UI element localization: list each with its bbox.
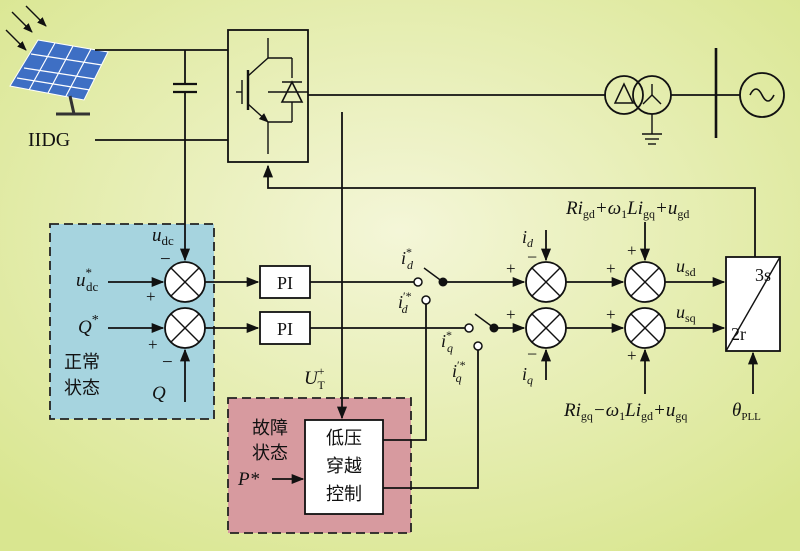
- ff-d-label: Rigd+ω1Ligq+ugd: [565, 198, 689, 221]
- pi-controller-q: [259, 311, 311, 345]
- usd-plus-sign-top: +: [627, 241, 637, 260]
- pi-controller-q-label: PI: [277, 319, 293, 339]
- id-minus-sign: −: [527, 247, 537, 267]
- transform-top-label: 3s: [755, 265, 771, 285]
- iq-ref-fault-label: i′*q: [452, 358, 466, 385]
- usd-plus-sign-left: +: [606, 259, 616, 278]
- lvrt-label-line3: 控制: [326, 484, 362, 505]
- pv-source-label: IIDG: [28, 129, 70, 151]
- pi-controller-udc: [259, 265, 311, 299]
- igbt-diode-icon: [236, 38, 308, 154]
- usq-label: usq: [676, 302, 696, 325]
- id-plus-sign: +: [506, 259, 516, 278]
- q-minus-sign: −: [162, 352, 173, 373]
- normal-state-label-line2: 状态: [64, 378, 100, 399]
- transform-bottom-label: 2r: [731, 324, 746, 344]
- fault-state-label-line1: 故障: [252, 418, 288, 439]
- pwm-signal-line: [262, 164, 756, 257]
- usd-label: usd: [676, 256, 696, 279]
- park-transform-divider: [725, 256, 781, 352]
- udc-feedback-label: udc: [152, 225, 174, 248]
- lvrt-control-block: [304, 419, 384, 515]
- id-summing-junction: [525, 261, 567, 303]
- usq-plus-sign-bottom: +: [627, 346, 637, 365]
- inverter-box: [227, 29, 309, 163]
- udc-summing-junction: [164, 261, 206, 303]
- iq-summing-junction: [525, 307, 567, 349]
- normal-state-label-line1: 正常: [64, 352, 100, 373]
- udc-minus-sign: −: [160, 249, 171, 270]
- q-plus-sign: +: [148, 335, 158, 354]
- lvrt-label-line2: 穿越: [326, 456, 362, 477]
- fault-state-label-line2: 状态: [252, 443, 288, 464]
- id-fault-ref-line: [383, 304, 427, 441]
- pi-controller-udc-label: PI: [277, 273, 293, 293]
- udc-ref-label: u*dc: [76, 265, 99, 294]
- id-feedback-label: id: [522, 227, 534, 250]
- p-ref-label: P*: [237, 469, 260, 490]
- usd-summing-junction: [624, 261, 666, 303]
- usq-plus-sign-left: +: [606, 305, 616, 324]
- q-feedback-label: Q: [152, 383, 166, 404]
- ut-label: U+T: [304, 364, 326, 392]
- iq-feedback-label: iq: [522, 364, 533, 387]
- dc-capacitor-icon: [173, 50, 197, 140]
- ff-q-label: Rigq−ω1Ligd+ugq: [563, 400, 687, 423]
- usq-summing-junction: [624, 307, 666, 349]
- transformer-icon: [604, 75, 672, 145]
- udc-plus-sign: +: [146, 287, 156, 306]
- id-ref-label: i*d: [401, 245, 414, 272]
- pv-array-icon: [5, 5, 109, 116]
- lvrt-label-line1: 低压: [326, 428, 362, 449]
- iq-minus-sign: −: [527, 344, 537, 364]
- theta-label: θPLL: [732, 400, 761, 423]
- q-ref-label: Q*: [78, 313, 99, 338]
- iq-ref-label: i*q: [441, 328, 453, 355]
- q-summing-junction: [164, 307, 206, 349]
- id-ref-fault-label: i′*d: [398, 289, 412, 316]
- grid-source-icon: [739, 72, 785, 118]
- iq-fault-ref-line: [383, 350, 479, 489]
- iq-plus-sign: +: [506, 305, 516, 324]
